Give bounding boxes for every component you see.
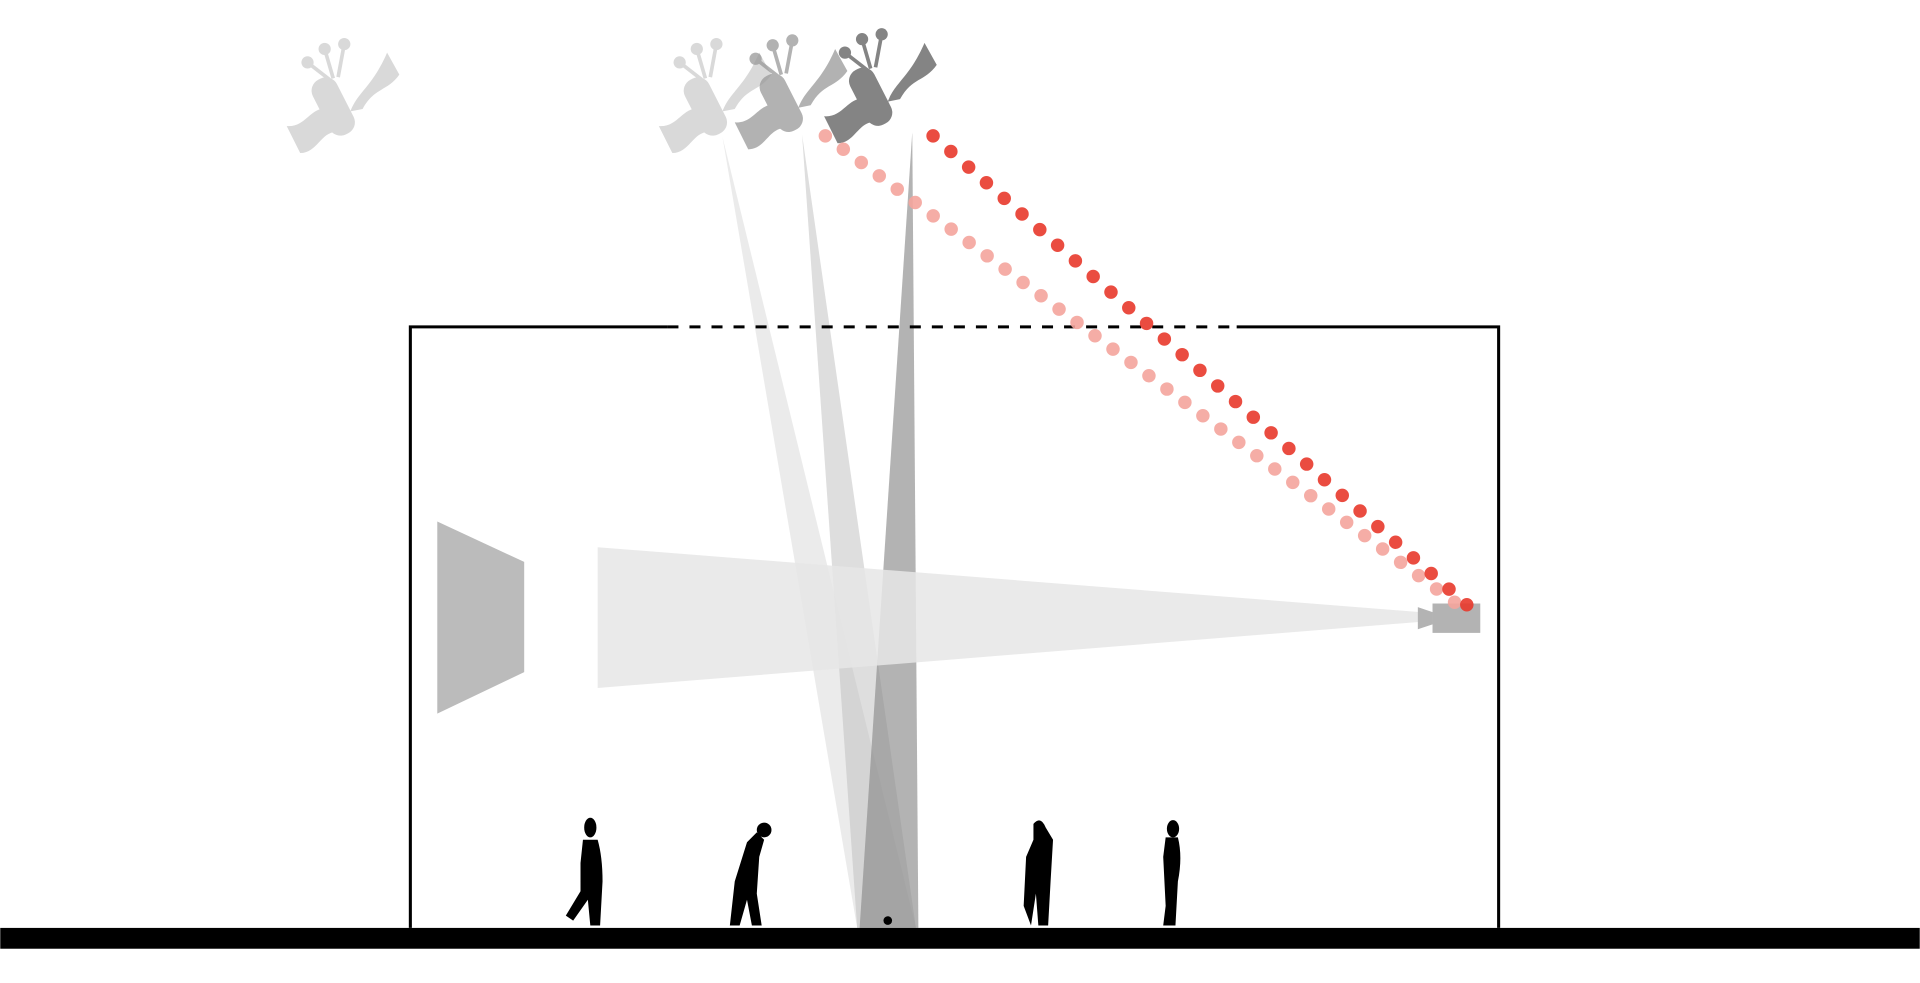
- trajectory-dot: [1015, 207, 1029, 221]
- trajectory-dot: [1122, 301, 1136, 315]
- trajectory-dot: [1335, 488, 1349, 503]
- trajectory-dot: [908, 195, 922, 210]
- trajectory-dot: [961, 160, 976, 174]
- trajectory-dot: [1299, 457, 1314, 471]
- golf-ball-icon: [883, 916, 893, 925]
- trajectory-dot: [1106, 342, 1120, 356]
- room-outline: [408, 325, 1501, 928]
- trajectory-dot: [1104, 285, 1118, 299]
- trajectory-dot: [997, 191, 1011, 206]
- trajectory-dot: [1088, 329, 1102, 343]
- trajectory-dot: [1016, 275, 1030, 290]
- golf-bag-drone-icon: [822, 26, 939, 146]
- trajectory-dot: [1388, 535, 1403, 549]
- trajectory-dot: [944, 144, 958, 159]
- trajectory-dot: [1286, 475, 1300, 490]
- trajectory-dot: [1034, 289, 1048, 303]
- trajectory-dot: [1178, 395, 1192, 410]
- projection-screen: [437, 521, 525, 714]
- trajectory-dot: [1393, 555, 1408, 570]
- trajectory-secondary: [818, 129, 1462, 610]
- trajectory-dot: [1033, 222, 1047, 237]
- trajectory-dot: [1196, 408, 1210, 423]
- trajectory-dot: [872, 169, 887, 183]
- trajectory-dot: [1193, 363, 1207, 378]
- trajectory-dot: [890, 182, 904, 196]
- trajectory-dot: [1264, 426, 1278, 440]
- trajectory-dot: [926, 129, 940, 143]
- trajectory-dot: [1406, 551, 1421, 565]
- trajectory-dot: [1371, 519, 1385, 534]
- trajectory-dot: [1086, 269, 1100, 284]
- trajectory-dot: [1424, 566, 1438, 581]
- trajectory-dot: [1068, 254, 1083, 268]
- trajectory-dot: [1268, 462, 1282, 476]
- trajectory-dot: [1214, 422, 1228, 436]
- trajectory-dot: [944, 222, 958, 236]
- trajectory-dot: [926, 209, 940, 223]
- trajectory-dot: [818, 129, 833, 143]
- trajectory-dot: [962, 235, 976, 250]
- trajectory-dot: [1142, 369, 1156, 383]
- trajectory-dot: [1157, 332, 1172, 346]
- trajectory-dot: [1411, 568, 1426, 583]
- person-silhouette-icon: [1163, 820, 1181, 926]
- trajectory-primary: [926, 129, 1474, 612]
- trajectory-dot: [1228, 394, 1243, 409]
- trajectory-dot: [1139, 316, 1154, 331]
- trajectory-dot: [1304, 488, 1318, 503]
- person-silhouette-icon: [565, 817, 603, 926]
- trajectory-dot: [1124, 355, 1138, 370]
- trajectory-dot: [1357, 528, 1372, 543]
- trajectory-dot: [1317, 472, 1332, 487]
- projection-beam: [597, 547, 1421, 688]
- trajectory-dot: [854, 155, 869, 170]
- trajectory-dot: [979, 176, 994, 190]
- trajectory-dot: [1175, 347, 1189, 362]
- ground-line: [0, 927, 1920, 949]
- trajectory-dot: [980, 249, 994, 263]
- trajectory-dot: [1210, 379, 1225, 393]
- trajectory-dot: [1160, 382, 1174, 396]
- trajectory-dot: [1250, 448, 1264, 463]
- trajectory-dot: [1282, 441, 1296, 456]
- trajectory-dot: [836, 142, 851, 156]
- trajectory-dot: [1070, 315, 1084, 330]
- trajectory-dot: [1460, 598, 1474, 612]
- trajectory-dot: [1246, 410, 1261, 424]
- trajectory-dot: [1353, 504, 1367, 518]
- trajectory-dot: [1232, 435, 1246, 450]
- trajectory-dot: [1442, 582, 1456, 596]
- trajectory-dot: [1321, 502, 1336, 516]
- trajectory-dot: [1050, 238, 1065, 253]
- trajectory-dot: [1052, 302, 1066, 316]
- person-silhouette-icon: [1023, 820, 1054, 926]
- trajectory-dot: [1429, 582, 1444, 596]
- trajectory-dot: [1339, 515, 1354, 530]
- trajectory-dot: [1447, 595, 1462, 610]
- trajectory-dot: [998, 262, 1012, 276]
- sensor-beam-dark: [859, 132, 919, 928]
- trajectory-dot: [1375, 542, 1390, 556]
- golf-bag-drone-icon: [284, 36, 402, 155]
- person-silhouette-icon: [729, 822, 772, 926]
